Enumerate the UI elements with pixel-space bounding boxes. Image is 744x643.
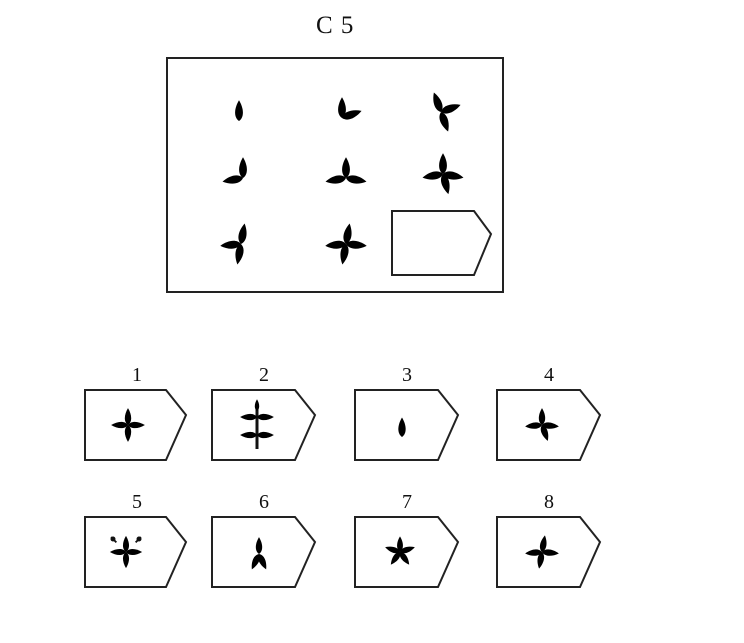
answer-option-3[interactable]: 3 (352, 363, 462, 463)
matrix-cell-3-1 (204, 207, 274, 277)
answer-option-7[interactable]: 7 (352, 490, 462, 590)
option-number: 4 (544, 364, 554, 386)
matrix-cell-2-1 (204, 137, 274, 207)
option-number: 5 (132, 491, 142, 513)
matrix-cell-2-2 (311, 137, 381, 207)
option-number: 8 (544, 491, 554, 513)
option-number: 1 (132, 364, 142, 386)
missing-cell-slot (391, 210, 493, 276)
matrix-cell-1-3 (408, 73, 478, 143)
matrix-cell-2-3 (408, 137, 478, 207)
answer-option-6[interactable]: 6 (209, 490, 319, 590)
option-number: 6 (259, 491, 269, 513)
answer-option-5[interactable]: 5 (82, 490, 192, 590)
answer-option-4[interactable]: 4 (494, 363, 604, 463)
option-number: 2 (259, 364, 269, 386)
puzzle-title: C 5 (316, 12, 355, 39)
option-number: 7 (402, 491, 412, 513)
matrix-cell-1-1 (204, 73, 274, 143)
answer-option-2[interactable]: 2 (209, 363, 319, 463)
matrix-cell-3-2 (311, 207, 381, 277)
matrix-cell-1-2 (311, 73, 381, 143)
puzzle-matrix (166, 57, 504, 293)
answer-option-1[interactable]: 1 (82, 363, 192, 463)
option-number: 3 (402, 364, 412, 386)
answer-option-8[interactable]: 8 (494, 490, 604, 590)
